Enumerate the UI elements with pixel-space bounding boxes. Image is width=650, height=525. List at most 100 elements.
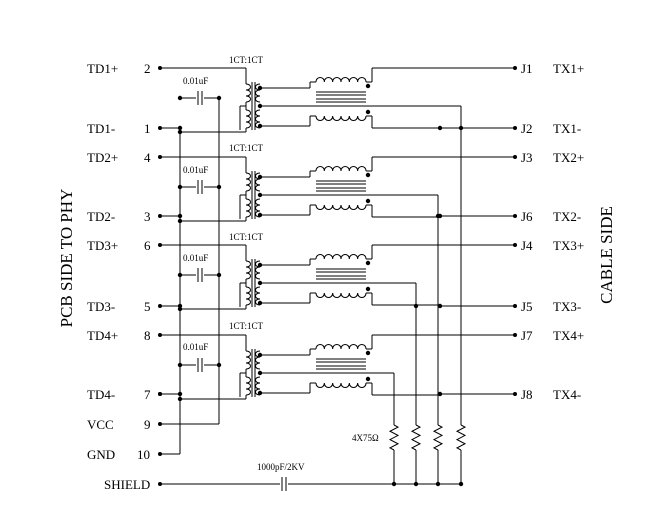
capacitor-label: 0.01uF [183,253,208,263]
junction-dot [177,95,183,101]
pin-number: 10 [137,447,150,462]
junction-dot [413,303,419,309]
coil [245,172,251,192]
pin-name: TD4- [87,387,115,402]
coil [315,204,367,210]
coil [315,344,367,350]
junction-dot [365,260,371,266]
left-pin-numbers: 2 1 4 3 6 5 8 7 9 10 [137,61,151,462]
signal-name: TX4- [553,387,581,402]
coil [245,376,251,396]
resistor-label: 4X75Ω [352,433,379,443]
junction-dot [365,350,371,356]
pin-name: TD3- [87,299,115,314]
jack-label: J7 [521,328,533,343]
coil [245,350,251,370]
pin-dot [513,66,517,70]
ratio-label: 1CT:1CT [229,232,264,242]
pin-name: VCC [87,417,114,432]
junction-dot [365,376,371,382]
jack-label: J4 [521,238,533,253]
shield-capacitor-label: 1000pF/2KV [257,462,305,472]
pin-name: TD1- [87,121,115,136]
pin-number: 6 [144,238,151,253]
pcb-side-label: PCB SIDE TO PHY [57,189,76,328]
pin-number: 4 [144,150,151,165]
junction-dot [437,391,443,397]
coil [245,109,251,129]
pin-dot [513,243,517,247]
pin-name: SHIELD [104,477,150,492]
coil [315,166,367,172]
pin-number: 1 [144,121,151,136]
junction-dot [177,303,183,309]
pin-number: 2 [144,61,151,76]
pin-number: 3 [144,209,151,224]
jack-label: J1 [521,61,533,76]
coil [245,198,251,218]
cable-side-label: CABLE SIDE [597,206,616,304]
coil [315,77,367,83]
signal-name: TX1- [553,121,581,136]
pin-number: 9 [144,417,151,432]
junction-dot [365,83,371,89]
coil [315,254,367,260]
pin-name: TD2- [87,209,115,224]
pin-dot [513,155,517,159]
resistor [410,424,422,451]
pin-name: TD1+ [87,61,118,76]
circuit-wiring [158,66,517,491]
pin-number: 5 [144,299,151,314]
ratio-label: 1CT:1CT [229,55,264,65]
signal-name: TX3+ [553,238,584,253]
resistor [455,424,467,451]
ratio-label: 1CT:1CT [229,143,264,153]
coil [315,382,367,388]
pin-number: 8 [144,328,151,343]
junction-dot [437,125,443,131]
pin-name: TD4+ [87,328,118,343]
pin-dot [513,392,517,396]
pin-dot [513,214,517,218]
junction-dot [458,125,464,131]
pin-name: TD2+ [87,150,118,165]
pin-name: TD3+ [87,238,118,253]
junction-dot [177,213,183,219]
coil [245,286,251,306]
pin-dot [513,333,517,337]
jack-label: J2 [521,121,533,136]
pin-name: GND [87,447,115,462]
jack-label: J5 [521,299,533,314]
coil [315,292,367,298]
pin-dot [513,304,517,308]
left-pin-names: TD1+ TD1- TD2+ TD2- TD3+ TD3- TD4+ TD4- … [87,61,150,492]
junction-dot [365,109,371,115]
resistor [388,424,400,451]
signal-name: TX2+ [553,150,584,165]
pin-number: 7 [144,387,151,402]
ratio-label: 1CT:1CT [229,321,264,331]
signal-name: TX4+ [553,328,584,343]
junction-dot [365,198,371,204]
component-labels: 1CT:1CT 1CT:1CT 1CT:1CT 1CT:1CT 0.01uF 0… [183,55,379,472]
junction-dot [435,213,441,219]
pin-dot [513,126,517,130]
resistor [432,424,444,451]
junction-dot [365,286,371,292]
junction-dot [437,303,443,309]
signal-name: TX3- [553,299,581,314]
jack-label: J3 [521,150,533,165]
capacitor-label: 0.01uF [183,165,208,175]
capacitor-label: 0.01uF [183,342,208,352]
jack-label: J6 [521,209,533,224]
coil [245,260,251,280]
junction-dot [177,125,183,131]
signal-name: TX2- [553,209,581,224]
right-signal-names: TX1+ TX1- TX2+ TX2- TX3+ TX3- TX4+ TX4- [553,61,584,402]
coil [315,115,367,121]
signal-name: TX1+ [553,61,584,76]
jack-label: J8 [521,387,533,402]
right-jack-labels: J1 J2 J3 J6 J4 J5 J7 J8 [521,61,533,402]
coil [245,83,251,103]
